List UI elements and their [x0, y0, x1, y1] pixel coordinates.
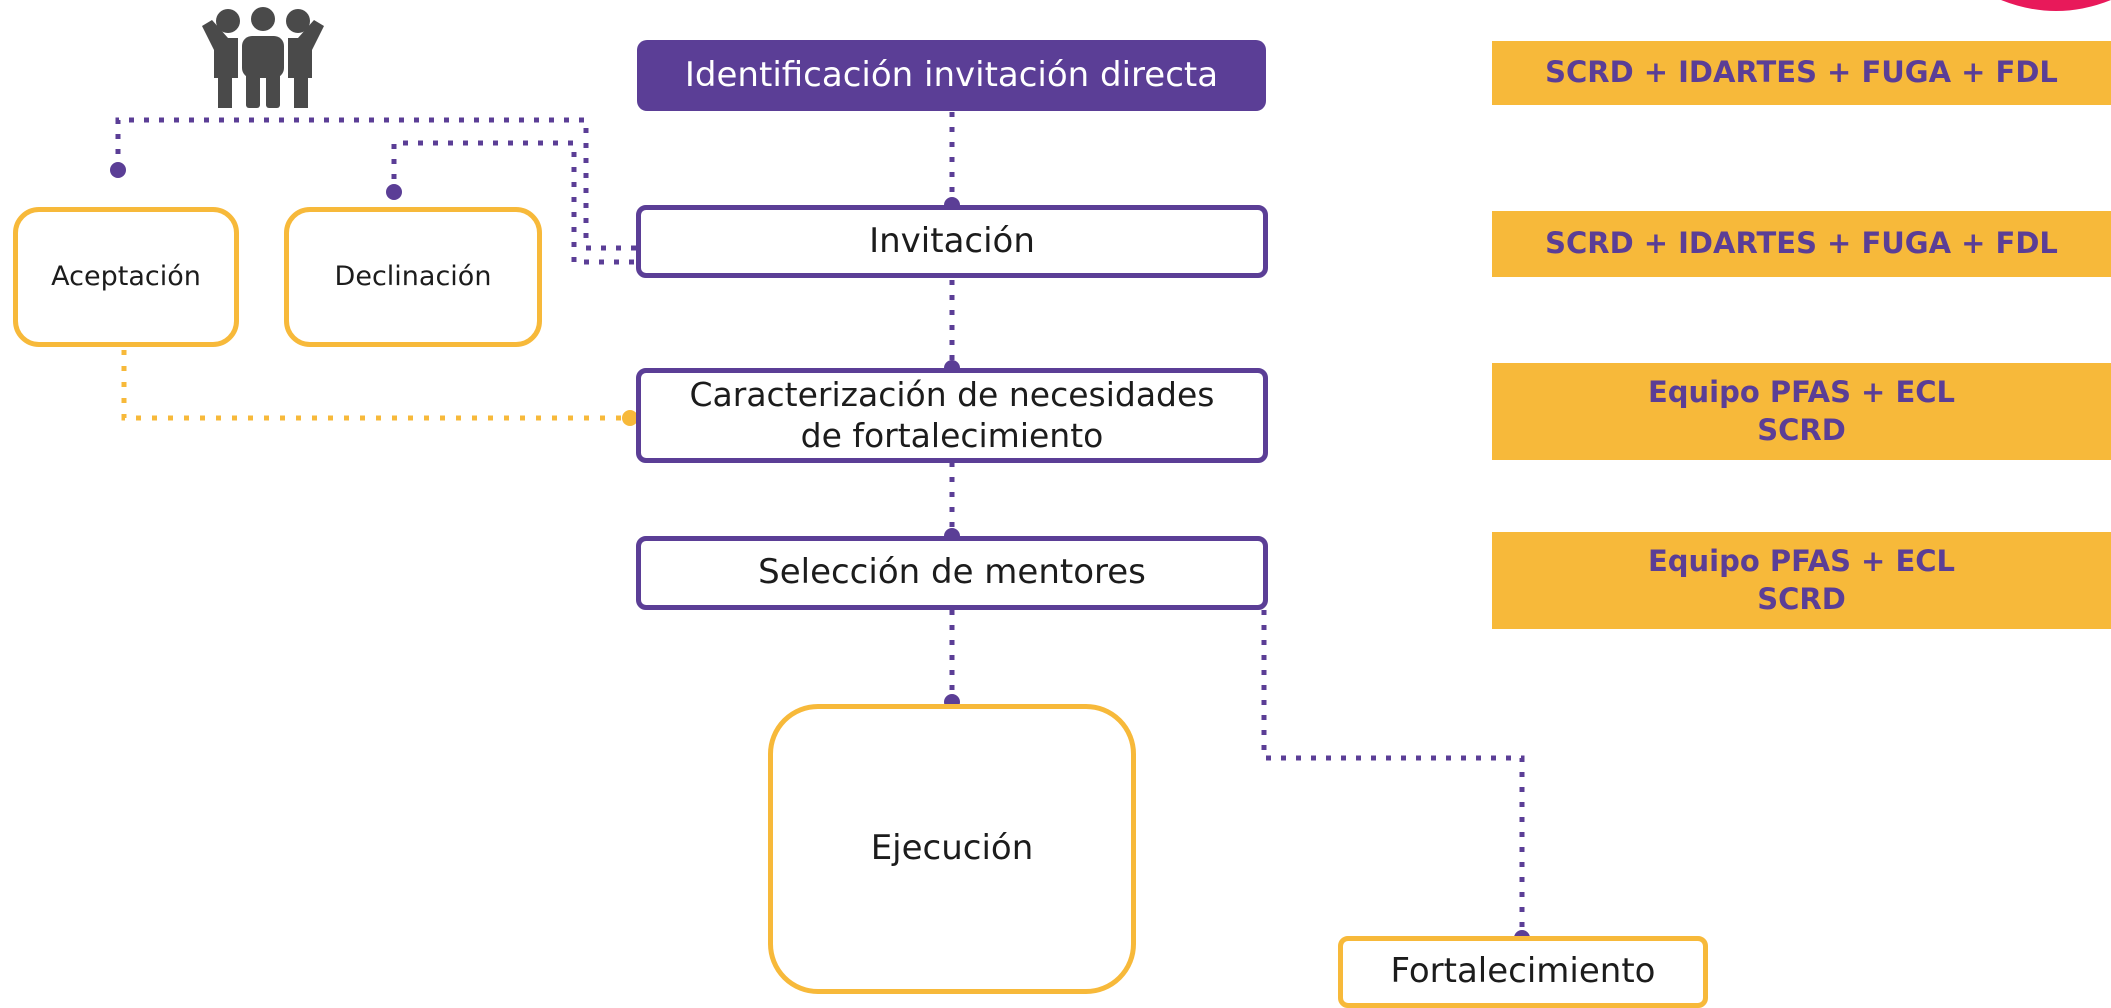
node-declinacion: Declinación	[284, 207, 542, 347]
node-label: Fortalecimiento	[1390, 951, 1656, 992]
node-label: Aceptación	[51, 260, 201, 292]
responsable-line-2: SCRD	[1757, 581, 1846, 616]
node-fortalecimiento: Fortalecimiento	[1338, 936, 1708, 1008]
responsable-line-1: Equipo PFAS + ECL	[1647, 543, 1956, 578]
node-label-line-2: de fortalecimiento	[800, 415, 1104, 455]
node-label: Invitación	[869, 220, 1035, 261]
responsable-line-2: SCRD	[1757, 412, 1846, 447]
responsable-line-1: SCRD + IDARTES + FUGA + FDL	[1545, 226, 2058, 261]
node-label: Ejecución	[870, 828, 1034, 869]
node-label-line-1: Caracterización de necesidades	[689, 375, 1215, 415]
node-invitacion: Invitación	[636, 205, 1268, 278]
node-identificacion-invitacion-directa: Identificación invitación directa	[637, 40, 1266, 111]
node-label: Selección de mentores	[758, 552, 1146, 593]
responsable-line-1: Equipo PFAS + ECL	[1647, 374, 1956, 409]
responsable-tag-1: SCRD + IDARTES + FUGA + FDL	[1492, 41, 2111, 105]
people-group-icon	[202, 7, 324, 108]
node-label: Identificación invitación directa	[684, 54, 1219, 95]
node-seleccion-mentores: Selección de mentores	[636, 536, 1268, 610]
node-aceptacion: Aceptación	[13, 207, 239, 347]
corner-decoration-icon	[2001, 0, 2111, 11]
responsable-tag-2: SCRD + IDARTES + FUGA + FDL	[1492, 211, 2111, 277]
node-label: Declinación	[334, 260, 492, 292]
node-ejecucion: Ejecución	[768, 704, 1136, 994]
responsable-line-1: SCRD + IDARTES + FUGA + FDL	[1545, 55, 2058, 90]
responsable-tag-4: Equipo PFAS + ECL SCRD	[1492, 532, 2111, 629]
node-caracterizacion-necesidades: Caracterización de necesidades de fortal…	[636, 368, 1268, 463]
responsable-tag-3: Equipo PFAS + ECL SCRD	[1492, 363, 2111, 460]
